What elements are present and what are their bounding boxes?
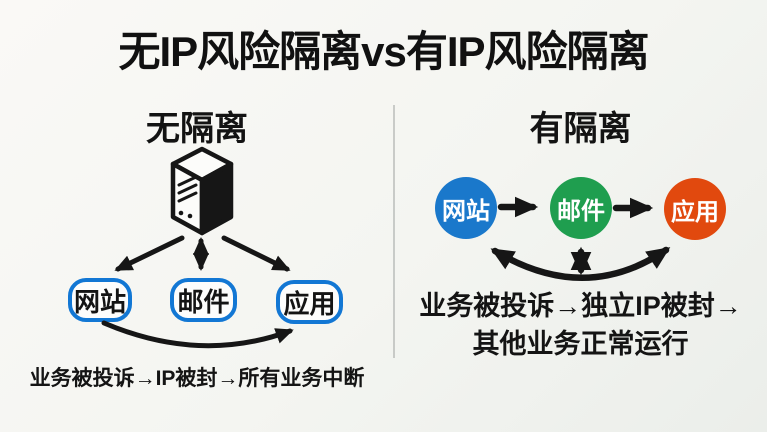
panel-no-isolation: 无隔离 网站 邮件 应用 业务被投诉→IP被封→所有业务中断	[29, 110, 365, 390]
node-pill-app-label: 应用	[283, 288, 336, 319]
node-circle-mail: 邮件	[550, 177, 612, 239]
node-pill-website-label: 网站	[73, 286, 126, 317]
node-circle-mail-label: 邮件	[557, 197, 605, 225]
right-caption-line1: 业务被投诉→独立IP被封→	[419, 291, 742, 321]
node-circle-website-label: 网站	[442, 197, 490, 225]
left-heading: 无隔离	[146, 110, 248, 148]
node-pill-mail-label: 邮件	[177, 286, 230, 317]
node-pill-app: 应用	[276, 280, 343, 324]
page-title: 无IP风险隔离vs有IP风险隔离	[118, 28, 649, 75]
node-circle-website: 网站	[435, 177, 497, 239]
left-caption: 业务被投诉→IP被封→所有业务中断	[29, 367, 365, 390]
right-caption: 业务被投诉→独立IP被封→ 其他业务正常运行	[394, 287, 767, 363]
right-heading: 有隔离	[529, 110, 632, 148]
right-caption-line2: 其他业务正常运行	[472, 329, 689, 359]
panel-with-isolation: 有隔离 业务被投诉→独立IP被封→ 其他业务正常运行	[394, 0, 767, 432]
panel-divider	[393, 105, 395, 358]
node-pill-mail: 邮件	[170, 278, 237, 322]
node-circle-app-label: 应用	[671, 198, 719, 226]
node-pill-website: 网站	[68, 278, 132, 322]
node-circle-app: 应用	[664, 178, 726, 240]
